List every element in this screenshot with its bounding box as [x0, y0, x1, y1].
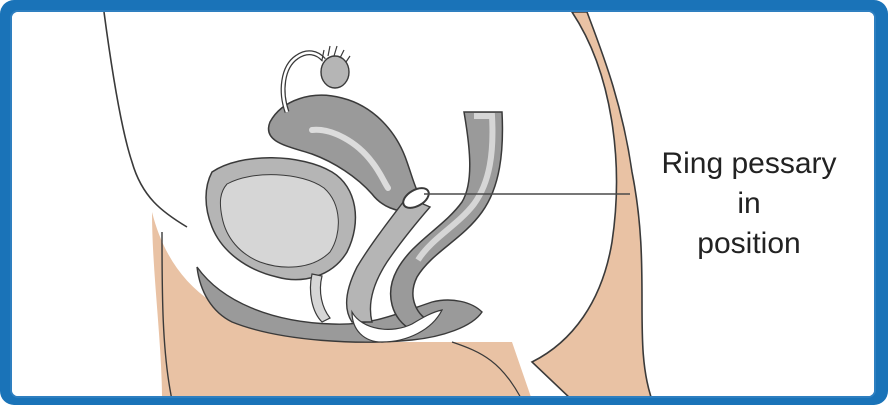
diagram-panel: Ring pessary in position: [10, 10, 876, 398]
ovary: [321, 56, 349, 88]
callout-line: Ring pessary: [624, 144, 874, 184]
callout-line: in: [624, 184, 874, 224]
callout-line: position: [624, 224, 874, 264]
ring-pessary-callout: Ring pessary in position: [624, 144, 874, 264]
